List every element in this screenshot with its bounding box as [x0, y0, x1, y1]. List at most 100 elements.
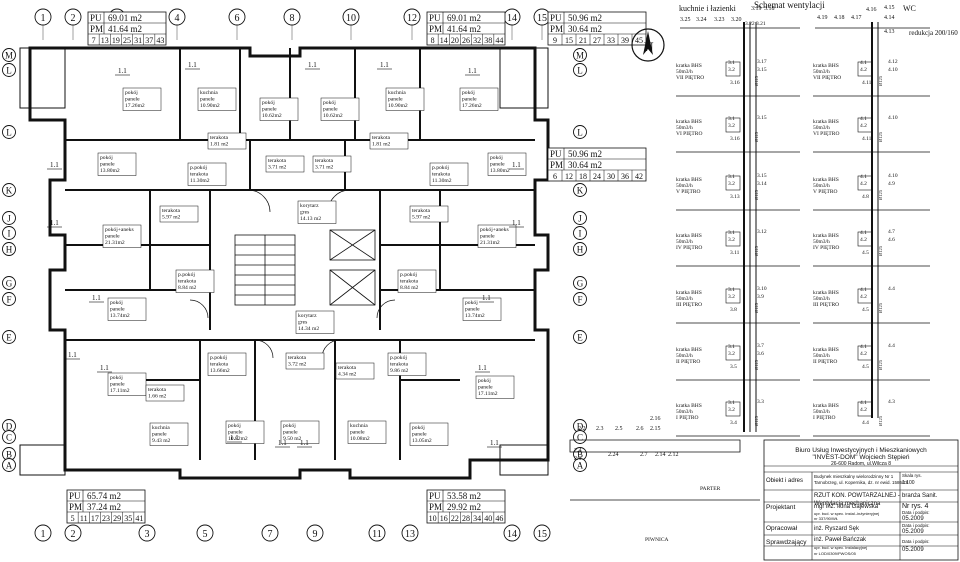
room-name: pokój	[110, 300, 123, 306]
pm-value: 41.64 m2	[108, 24, 142, 34]
company-name: Biuro Usług Inwestycyjnych i Mieszkaniow…	[795, 447, 927, 454]
discipline: branża Sanit.	[902, 493, 938, 499]
node-label: 3.24	[696, 17, 707, 23]
pu-value: 69.01 m2	[447, 13, 481, 23]
duct-diameter-label: Ø125	[878, 359, 883, 370]
grid-bubble-label: G	[6, 279, 13, 289]
node-label: 3.25	[680, 17, 691, 23]
flow-label: 50m3/h	[813, 69, 830, 75]
grid-bubble: H	[573, 242, 587, 256]
grid-bubble: 14	[503, 524, 521, 542]
date-value: 05.2009	[902, 547, 924, 553]
room-area: 10.90m2	[200, 103, 220, 109]
room-sub: panele	[125, 97, 140, 103]
apartment-number: 8	[431, 36, 435, 45]
grid-bubble-label: 12	[407, 13, 417, 24]
node-label: 4.2	[860, 67, 867, 73]
node-label: 4.4	[862, 420, 869, 426]
grille-label: kratka BHS	[676, 233, 702, 239]
apartment-number: 5	[71, 514, 75, 523]
grid-bubble-label: H	[577, 245, 584, 255]
room-name: pokój	[323, 100, 336, 106]
apartment-number: 21	[579, 36, 587, 45]
node-label: 4.3	[888, 399, 895, 405]
grid-bubble: 3	[138, 524, 156, 542]
pu-value: 69.01 m2	[108, 13, 142, 23]
duct-diameter-label: Ø125	[754, 415, 759, 426]
grid-bubble: L	[2, 125, 16, 139]
grid-bubble: C	[2, 430, 16, 444]
node-label: 3.1	[728, 400, 735, 406]
pu-label: PU	[429, 491, 441, 501]
grid-bubble-label: 15	[537, 13, 547, 24]
reviewer-label: Sprawdzający	[766, 539, 807, 546]
scale-label: Skala rys.	[902, 473, 922, 478]
grid-bubble-label: C	[6, 433, 12, 443]
company-address: 26-600 Radom, ul.Wilcza 8	[831, 461, 891, 467]
room-name: kuchnia	[350, 423, 368, 429]
section-tag: 1.1	[50, 161, 59, 169]
node-label: 4.10	[888, 67, 898, 73]
flow-label: 50m3/h	[676, 69, 693, 75]
date-label: Data i podpis:	[902, 510, 930, 515]
node-label: 3.1	[728, 60, 735, 66]
room-area: 13.80m2	[490, 168, 510, 174]
flow-label: 50m3/h	[676, 353, 693, 359]
grid-bubble-label: 4	[175, 13, 180, 24]
node-label: 4.11	[862, 80, 872, 86]
room-name: pokój	[478, 378, 491, 384]
section-tag: 1.1	[512, 219, 521, 227]
node-label: 4.2	[860, 407, 867, 413]
room-sub: terakota	[190, 172, 209, 178]
room-area: 13.05m2	[412, 438, 432, 444]
node-label: 4.13	[884, 29, 895, 35]
room-name: terakota	[412, 208, 431, 214]
grid-bubble: A	[2, 458, 16, 472]
node-label: 4.16	[866, 7, 877, 13]
room-name: pokój	[125, 90, 138, 96]
apartment-number: 14	[440, 36, 448, 45]
grid-bubble-label: 7	[268, 529, 273, 540]
grid-bubble: 4	[168, 8, 186, 26]
node-label: 2.3	[596, 426, 604, 432]
grid-bubble-label: I	[579, 229, 582, 239]
schema-kitchens-label: kuchnie i łazienki	[679, 4, 737, 13]
room-area: 8.84 m2	[400, 285, 419, 291]
grid-bubble: L	[573, 63, 587, 77]
designer-name: mgr inż. Ilona Gajewska	[814, 504, 879, 510]
node-label: 4.12	[888, 59, 898, 65]
room-area: 14.34 m2	[298, 326, 319, 332]
grid-bubble: H	[2, 242, 16, 256]
room-area: 10.08m2	[350, 436, 370, 442]
node-label: 3.11	[730, 250, 740, 256]
room-sub: panele	[478, 385, 493, 391]
node-label: 2.1	[574, 456, 582, 462]
room-name: kuchnia	[200, 90, 218, 96]
node-label: 2.12	[668, 452, 679, 458]
node-label: 4.10	[888, 173, 898, 179]
room-area: 10.62m2	[323, 113, 343, 119]
duct-diameter-label: Ø125	[878, 75, 883, 86]
pu-label: PU	[69, 491, 81, 501]
room-area: 9.43 m2	[152, 438, 171, 444]
node-label: 4.1	[860, 174, 867, 180]
pm-label: PM	[550, 24, 563, 34]
duct-diameter-label: Ø125	[878, 245, 883, 256]
node-label: 4.1	[860, 60, 867, 66]
